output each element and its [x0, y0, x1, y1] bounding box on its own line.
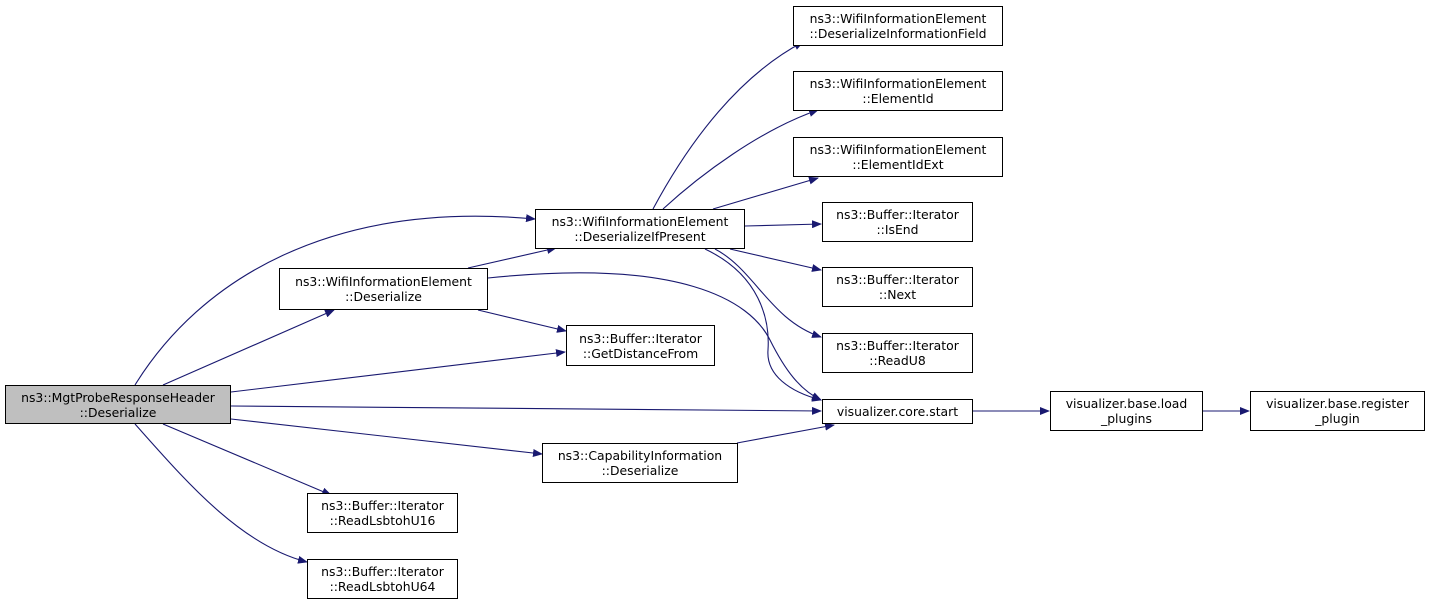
node-wifiinformationelement-deserializeinformationfield[interactable]: ns3::WifiInformationElement ::Deserializ…: [793, 6, 1003, 46]
edge-root-to-getdistancefrom: [230, 349, 566, 393]
node-line-1: ns3::Buffer::Iterator: [836, 272, 959, 287]
edge-root-to-readlsbtohu64: [134, 423, 308, 564]
node-line-1: visualizer.base.load: [1065, 396, 1188, 411]
node-line-1: ns3::Buffer::Iterator: [836, 338, 959, 353]
node-line-2: ::ReadLsbtohU16: [329, 513, 436, 528]
node-capabilityinformation-deserialize[interactable]: ns3::CapabilityInformation ::Deserialize: [542, 443, 738, 483]
edge-root-to-core-start: [230, 405, 822, 415]
node-visualizer-base-load-plugins[interactable]: visualizer.base.load _plugins: [1050, 391, 1203, 431]
node-visualizer-core-start[interactable]: visualizer.core.start: [822, 399, 973, 424]
edge-root-to-capability-deserialize: [230, 418, 543, 457]
node-line-2: ::DeserializeIfPresent: [574, 229, 706, 244]
node-line-1: ns3::Buffer::Iterator: [321, 498, 444, 513]
edge-deserializeifpresent-to-elementid: [662, 109, 819, 210]
node-buffer-iterator-getdistancefrom[interactable]: ns3::Buffer::Iterator ::GetDistanceFrom: [566, 325, 715, 366]
node-line-1: ns3::WifiInformationElement: [809, 11, 987, 26]
node-buffer-iterator-readu8[interactable]: ns3::Buffer::Iterator ::ReadU8: [822, 333, 973, 373]
node-line-2: _plugins: [1101, 411, 1152, 426]
node-line-1: ns3::Buffer::Iterator: [321, 564, 444, 579]
node-buffer-iterator-readlsbtohu64[interactable]: ns3::Buffer::Iterator ::ReadLsbtohU64: [307, 559, 458, 599]
edge-wie-deserialize-to-core-start: [487, 272, 822, 401]
edge-root-to-deserializeifpresent: [134, 214, 536, 386]
node-line-1: ns3::WifiInformationElement: [551, 214, 729, 229]
edge-deserializeifpresent-to-elementidext: [712, 176, 819, 210]
node-wifiinformationelement-deserializeifpresent[interactable]: ns3::WifiInformationElement ::Deserializ…: [535, 209, 745, 249]
node-line-2: ::ElementId: [862, 91, 934, 106]
edge-deserializeifpresent-to-readu8: [714, 248, 822, 338]
node-wifiinformationelement-deserialize[interactable]: ns3::WifiInformationElement ::Deserializ…: [279, 268, 488, 310]
node-line-2: ::ReadU8: [869, 353, 926, 368]
node-line-2: ::ElementIdExt: [852, 157, 944, 172]
node-line-1: ns3::MgtProbeResponseHeader: [21, 389, 215, 405]
node-buffer-iterator-isend[interactable]: ns3::Buffer::Iterator ::IsEnd: [822, 202, 973, 242]
node-line-1: ns3::WifiInformationElement: [809, 76, 987, 91]
node-line-2: ::Next: [878, 287, 917, 302]
node-line-2: ::Deserialize: [601, 463, 679, 478]
node-line-2: ::GetDistanceFrom: [582, 345, 699, 361]
edge-deserializeifpresent-to-next: [729, 248, 822, 272]
edge-deserializeifpresent-to-core-start: [704, 248, 822, 402]
node-line-2: ::IsEnd: [876, 222, 919, 237]
node-line-2: ::Deserialize: [79, 404, 157, 420]
node-line-2: ::Deserialize: [345, 289, 422, 304]
node-buffer-iterator-readlsbtohu16[interactable]: ns3::Buffer::Iterator ::ReadLsbtohU16: [307, 493, 458, 533]
node-line-1: ns3::Buffer::Iterator: [579, 330, 702, 346]
node-line-2: ::DeserializeInformationField: [809, 26, 987, 41]
edge-deserializeifpresent-to-isend: [744, 220, 822, 229]
node-line-1: ns3::WifiInformationElement: [295, 274, 472, 289]
edge-deserializeifpresent-to-informationfield: [652, 41, 804, 210]
node-line-1: visualizer.base.register: [1266, 396, 1409, 411]
node-line-1: ns3::WifiInformationElement: [809, 142, 987, 157]
node-line-1: ns3::CapabilityInformation: [557, 448, 723, 463]
node-line-2: _plugin: [1315, 411, 1360, 426]
node-wifiinformationelement-elementid[interactable]: ns3::WifiInformationElement ::ElementId: [793, 71, 1003, 111]
node-visualizer-base-register-plugin[interactable]: visualizer.base.register _plugin: [1250, 391, 1425, 431]
edge-root-to-wie-deserialize: [162, 309, 335, 386]
edge-root-to-readlsbtohu16: [162, 423, 332, 496]
edge-wie-deserialize-to-deserializeifpresent: [467, 246, 557, 269]
node-line-1: visualizer.core.start: [836, 404, 959, 419]
node-mgtproberesponseheader-deserialize: ns3::MgtProbeResponseHeader ::Deserializ…: [5, 385, 231, 424]
node-line-1: ns3::Buffer::Iterator: [836, 207, 959, 222]
node-buffer-iterator-next[interactable]: ns3::Buffer::Iterator ::Next: [822, 267, 973, 307]
edge-capability-deserialize-to-core-start: [736, 422, 835, 444]
node-wifiinformationelement-elementidext[interactable]: ns3::WifiInformationElement ::ElementIdE…: [793, 137, 1003, 177]
node-line-2: ::ReadLsbtohU64: [329, 579, 436, 594]
edge-wie-deserialize-to-getdistancefrom: [477, 309, 567, 333]
